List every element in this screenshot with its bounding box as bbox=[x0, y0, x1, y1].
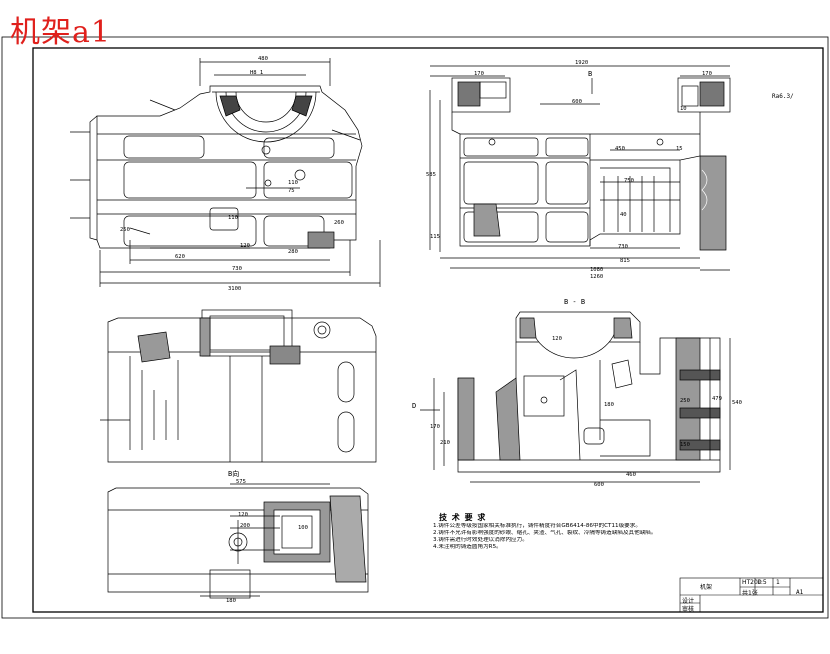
dim-sec-600: 600 bbox=[594, 482, 604, 488]
dim-front-170-left: 170 bbox=[474, 71, 484, 77]
dim-front-600: 600 bbox=[572, 99, 582, 105]
dim-top-260: 260 bbox=[334, 220, 344, 226]
title-block-designer: 设计 bbox=[682, 598, 695, 605]
dim-front-815: 815 bbox=[620, 258, 630, 264]
title-block-sheet-info: 共1张 bbox=[742, 590, 758, 597]
tech-req-item-3: 3.铸件需进行时效处理以消除内应力。 bbox=[433, 537, 528, 543]
tech-req-item-2: 2.铸件不允许有影响强度的砂眼、缩孔、夹渣、气孔、裂纹、冷隔等铸造缺陷及其他缺陷… bbox=[433, 530, 657, 536]
title-block-scale: 1:5 bbox=[757, 579, 767, 586]
technical-requirements: 技 术 要 求 1.铸件公差等级按国家相关标准执行，铸件精度符合GB6414-8… bbox=[433, 512, 763, 551]
dim-top-280: 280 bbox=[288, 249, 298, 255]
dim-top-fit: H8 1 bbox=[250, 70, 263, 76]
dim-bot-200: 200 bbox=[240, 523, 250, 529]
dim-front-450: 450 bbox=[615, 146, 625, 152]
dim-front-15: 15 bbox=[676, 146, 683, 152]
tech-req-heading: 技 术 要 求 bbox=[439, 513, 487, 522]
side-view bbox=[100, 309, 377, 463]
dim-sec-479: 479 bbox=[712, 396, 722, 402]
front-view bbox=[429, 65, 731, 271]
section-bb-label: B - B bbox=[564, 298, 585, 306]
dim-front-10: 10 bbox=[680, 106, 687, 112]
dim-sec-180: 180 bbox=[604, 402, 614, 408]
dim-sec-540: 540 bbox=[732, 400, 742, 406]
sheet-format: A1 bbox=[796, 589, 804, 596]
dim-bot-100: 100 bbox=[298, 525, 308, 531]
dim-top-620: 620 bbox=[175, 254, 185, 260]
dim-sec-150: 150 bbox=[680, 442, 690, 448]
dim-top-width: 480 bbox=[258, 56, 268, 62]
dim-bot-180: 180 bbox=[226, 598, 236, 604]
roughness-symbol: Ra6.3/ bbox=[772, 93, 794, 100]
title-block-quantity: 1 bbox=[776, 579, 780, 586]
dim-sec-210: 210 bbox=[440, 440, 450, 446]
title-block-material: HT200 bbox=[742, 579, 762, 586]
dim-sec-120: 120 bbox=[552, 336, 562, 342]
dim-front-1260: 1260 bbox=[590, 274, 603, 280]
title-block-checker: 审核 bbox=[682, 606, 695, 613]
title-block-part-name: 机架 bbox=[700, 584, 713, 591]
dim-top-110: 110 bbox=[228, 215, 238, 221]
dim-top-120: 120 bbox=[240, 243, 250, 249]
dim-top-75: 75 bbox=[288, 188, 295, 194]
top-view bbox=[70, 58, 381, 287]
dim-top-250: 250 bbox=[120, 227, 130, 233]
bottom-view bbox=[107, 483, 369, 599]
tech-req-item-1: 1.铸件公差等级按国家相关标准执行，铸件精度符合GB6414-86中的CT11级… bbox=[433, 523, 641, 529]
title-block-frame bbox=[679, 577, 824, 613]
dim-front-730: 730 bbox=[618, 244, 628, 250]
view-b-label: B向 bbox=[228, 469, 239, 478]
dim-sec-170: 170 bbox=[430, 424, 440, 430]
dim-front-585: 585 bbox=[426, 172, 436, 178]
section-bb-view bbox=[420, 311, 731, 483]
dim-front-1080: 1080 bbox=[590, 267, 603, 273]
dim-top-730: 730 bbox=[232, 266, 242, 272]
inner-border bbox=[32, 47, 824, 613]
dim-front-750: 750 bbox=[624, 178, 634, 184]
dim-bot-575: 575 bbox=[236, 479, 246, 485]
section-marker-d: D bbox=[412, 402, 416, 410]
section-marker-b: B bbox=[588, 70, 592, 78]
dim-sec-460: 460 bbox=[626, 472, 636, 478]
dim-front-170-right: 170 bbox=[702, 71, 712, 77]
dim-front-40: 40 bbox=[620, 212, 627, 218]
drawing-title: 机架a1 bbox=[10, 15, 111, 50]
dim-sec-250: 250 bbox=[680, 398, 690, 404]
outer-border bbox=[1, 36, 829, 619]
dim-front-115: 115 bbox=[430, 234, 440, 240]
dim-top-110b: 110 bbox=[288, 180, 298, 186]
dim-bot-120: 120 bbox=[238, 512, 248, 518]
dim-top-overall: 3100 bbox=[228, 286, 241, 292]
tech-req-item-4: 4.未注明的铸造圆角为R5。 bbox=[433, 544, 502, 550]
dim-front-overall: 1920 bbox=[575, 60, 588, 66]
